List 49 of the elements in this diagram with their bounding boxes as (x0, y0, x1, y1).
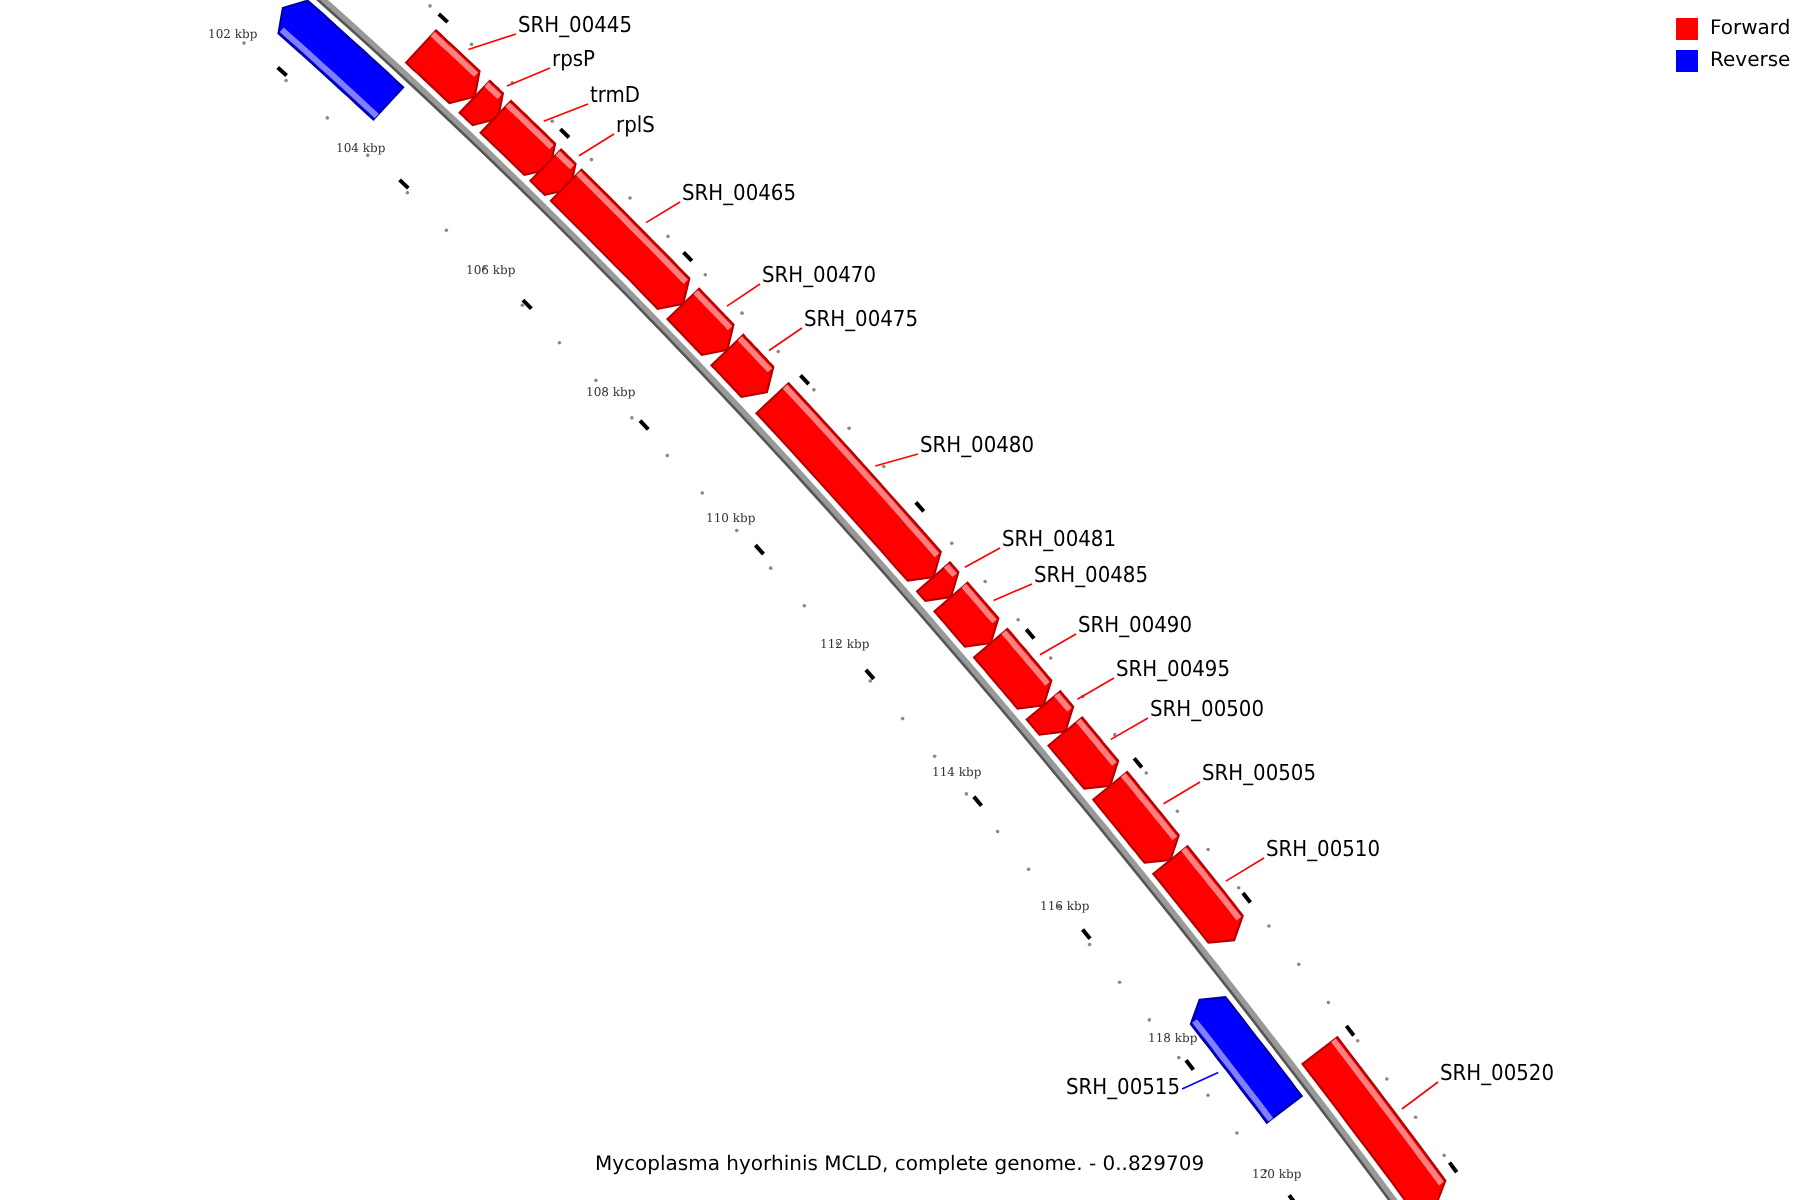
gene-feature (666, 287, 735, 357)
leader-line (768, 327, 803, 352)
leader-line (578, 133, 615, 157)
gene-label: SRH_00495 (1116, 656, 1231, 682)
gene-feature (972, 627, 1053, 710)
gene-label: SRH_00480 (920, 432, 1035, 458)
legend-label: Reverse (1710, 50, 1791, 72)
leader-line (874, 453, 919, 467)
leader-line (467, 33, 517, 51)
caption: Mycoplasma hyorhinis MCLD, complete genome. - 0..829709 (595, 1154, 1205, 1176)
gene-feature (1091, 770, 1180, 864)
gene-feature (933, 581, 1000, 648)
gene-feature (1025, 689, 1075, 736)
leader-line (1225, 857, 1265, 882)
legend-label: Forward (1710, 18, 1791, 40)
leader-line (1181, 1071, 1220, 1090)
gene-label: SRH_00510 (1266, 836, 1381, 862)
leader-line (726, 283, 761, 307)
gene-label: rplS (616, 112, 655, 138)
gene-label: SRH_00485 (1034, 562, 1149, 588)
gene-feature (479, 99, 557, 177)
leader-line (964, 547, 1001, 569)
leader-line (1076, 677, 1115, 700)
leader-line (506, 67, 551, 87)
gene-label: rpsP (552, 46, 595, 72)
gene-feature (710, 333, 775, 399)
leader-line (1401, 1081, 1439, 1110)
gene-feature (404, 29, 481, 105)
gene-label: SRH_00490 (1078, 612, 1193, 638)
gene-label: SRH_00515 (1066, 1074, 1181, 1100)
gene-feature (1047, 716, 1120, 790)
gene-label: SRH_00470 (762, 262, 877, 288)
gene-label: SRH_00505 (1202, 760, 1317, 786)
gene-label: SRH_00475 (804, 306, 919, 332)
leader-line (1039, 633, 1077, 656)
leader-line (1110, 717, 1149, 741)
gene-label: SRH_00445 (518, 12, 633, 38)
gene-feature (1151, 844, 1244, 944)
gene-label: SRH_00520 (1440, 1060, 1555, 1086)
gene-label: SRH_00465 (682, 180, 797, 206)
leader-line (992, 583, 1033, 602)
leader-line (1162, 781, 1201, 805)
gene-label: SRH_00500 (1150, 696, 1265, 722)
gene-label: trmD (590, 82, 641, 108)
gene-feature (915, 561, 960, 602)
gene-feature (277, 0, 405, 121)
leader-line (542, 103, 589, 123)
leader-line (645, 201, 681, 224)
gene-label: SRH_00481 (1002, 526, 1117, 552)
